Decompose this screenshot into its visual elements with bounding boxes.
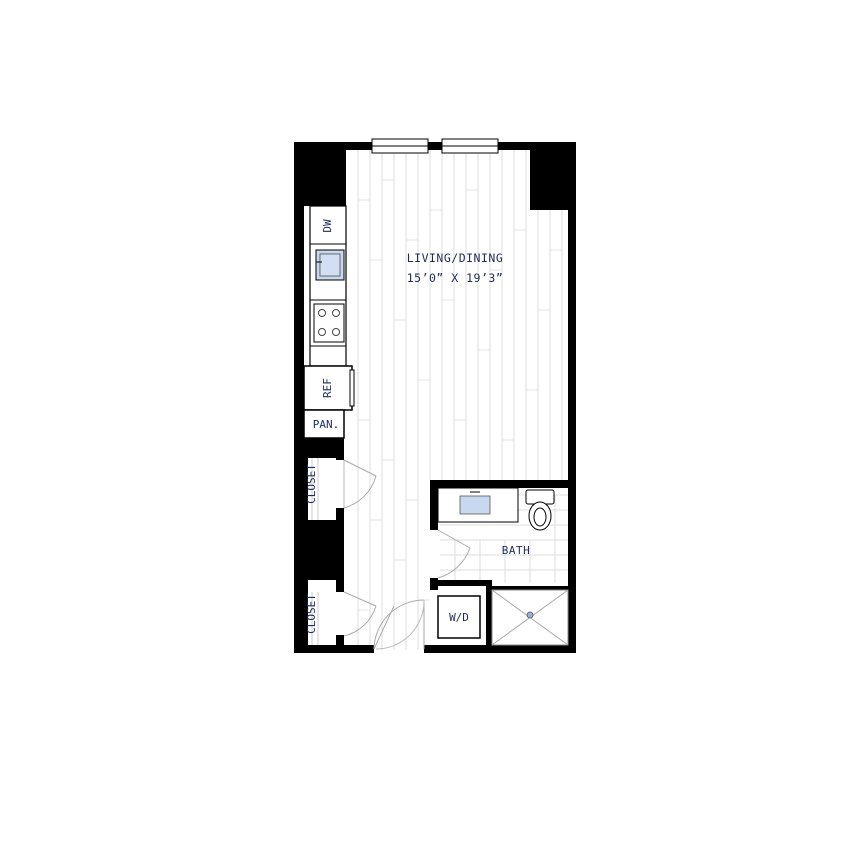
interior-walls: [304, 438, 344, 648]
kitchen-sink-icon: [315, 249, 345, 281]
bath-vanity-icon: [437, 487, 519, 523]
entry-door-icon: [373, 599, 425, 650]
toilet-icon: [525, 489, 555, 531]
closet-upper: [308, 458, 336, 520]
closet-upper-door-icon: [343, 459, 377, 509]
pantry-box: [303, 409, 345, 439]
pantry-label: PAN.: [313, 418, 340, 431]
washer-dryer-label: W/D: [449, 611, 469, 624]
windows: [371, 138, 499, 154]
cooktop-icon: [313, 303, 345, 343]
closet-lower: [308, 592, 336, 645]
plank-joints: [358, 179, 562, 611]
refrigerator-label: REF: [321, 378, 334, 398]
shower-icon: [491, 589, 569, 646]
washer-dryer-icon: [437, 595, 481, 639]
dishwasher-label: DW: [321, 219, 334, 233]
closet-lower-label: CLOSET: [305, 594, 318, 634]
living-room-dimensions: 15’0” X 19’3”: [407, 271, 504, 285]
plank-flooring: [357, 150, 563, 650]
kitchen-counter: [309, 205, 347, 367]
bath-door-icon: [437, 529, 471, 579]
living-room-name: LIVING/DINING: [407, 251, 504, 265]
refrigerator-box: [303, 365, 353, 411]
bath-room-name: BATH: [502, 544, 531, 557]
closet-upper-label: CLOSET: [305, 464, 318, 504]
exterior-walls: [294, 142, 576, 653]
bath-walls: [430, 480, 576, 650]
closet-lower-door-icon: [343, 591, 377, 637]
